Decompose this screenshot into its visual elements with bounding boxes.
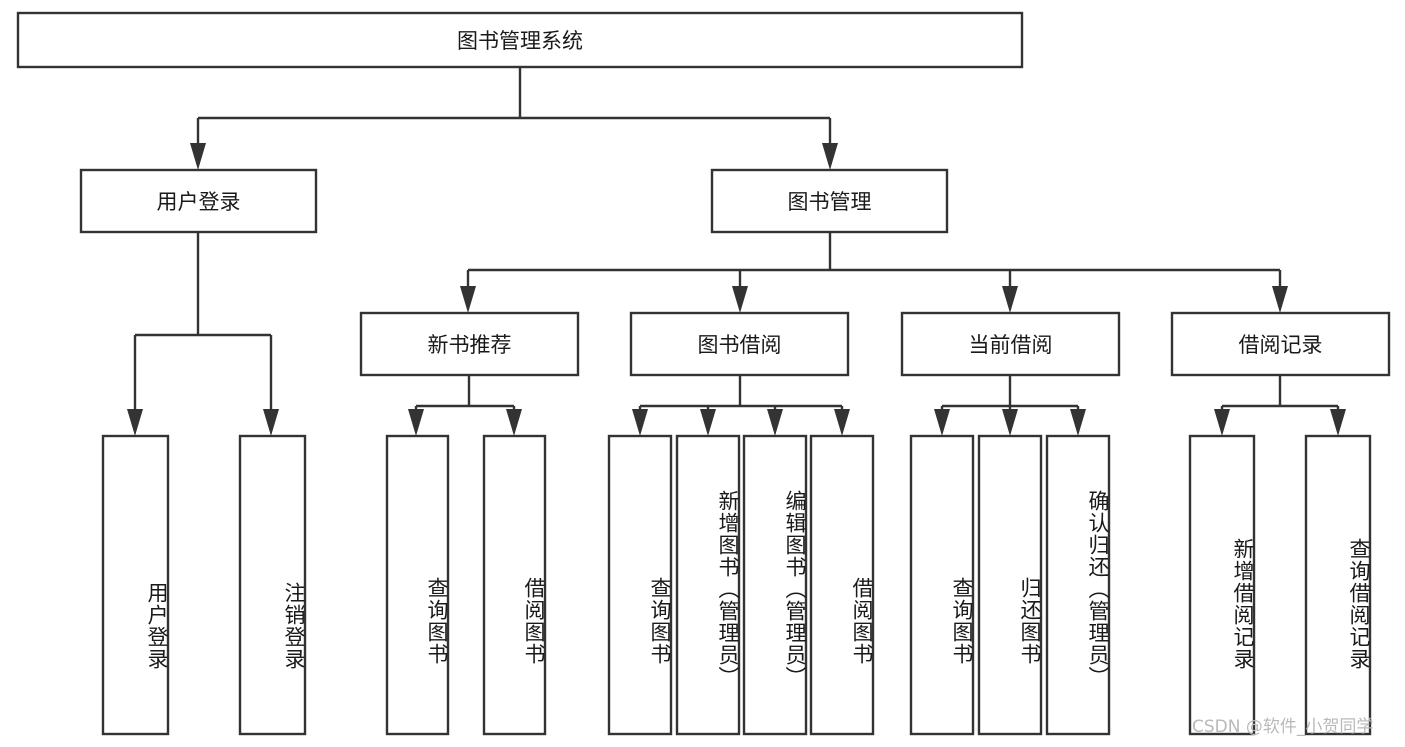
arrow-head-book-manage <box>822 143 838 170</box>
leaf-borrow-book-nb[interactable] <box>482 434 547 736</box>
leaf-user-login[interactable] <box>101 434 170 736</box>
arrow-head-nb-leaf-2 <box>506 409 522 436</box>
leaf-confirm-return-admin[interactable] <box>1045 434 1111 736</box>
node-user-login[interactable] <box>79 168 318 234</box>
node-borrow-record[interactable] <box>1170 311 1391 377</box>
leaf-query-borrow-record[interactable] <box>1304 434 1372 736</box>
leaf-edit-book-admin[interactable] <box>742 434 808 736</box>
arrow-head-br-leaf-2 <box>1330 409 1346 436</box>
arrow-head-new-book <box>460 286 476 313</box>
arrow-head-cb-leaf-1 <box>934 409 950 436</box>
leaf-query-book-nb[interactable] <box>385 434 450 736</box>
leaf-return-book[interactable] <box>977 434 1043 736</box>
leaf-query-book-bb[interactable] <box>607 434 673 736</box>
node-book-manage[interactable] <box>710 168 949 234</box>
node-current-borrow[interactable] <box>900 311 1121 377</box>
arrow-head-cb-leaf-3 <box>1070 409 1086 436</box>
leaf-add-borrow-record[interactable] <box>1188 434 1256 736</box>
arrow-head-leaf-logout <box>263 409 279 436</box>
arrow-head-current-borrow <box>1002 286 1018 313</box>
leaf-add-book-admin[interactable] <box>675 434 741 736</box>
arrow-head-leaf-user-login <box>127 409 143 436</box>
arrow-head-nb-leaf-1 <box>408 409 424 436</box>
leaf-query-book-cb[interactable] <box>909 434 975 736</box>
arrow-head-bb-leaf-3 <box>767 409 783 436</box>
arrow-head-bb-leaf-4 <box>834 409 850 436</box>
leaf-borrow-book-bb[interactable] <box>809 434 875 736</box>
arrow-head-borrow-record <box>1272 286 1288 313</box>
leaf-logout[interactable] <box>238 434 307 736</box>
node-book-borrow[interactable] <box>629 311 850 377</box>
arrow-head-bb-leaf-2 <box>700 409 716 436</box>
arrow-head-book-borrow <box>732 286 748 313</box>
node-root[interactable] <box>16 11 1024 69</box>
arrow-head-br-leaf-1 <box>1214 409 1230 436</box>
arrow-head-cb-leaf-2 <box>1002 409 1018 436</box>
arrow-head-bb-leaf-1 <box>632 409 648 436</box>
arrow-head-user-login <box>190 143 206 170</box>
node-new-book-recommend[interactable] <box>359 311 580 377</box>
